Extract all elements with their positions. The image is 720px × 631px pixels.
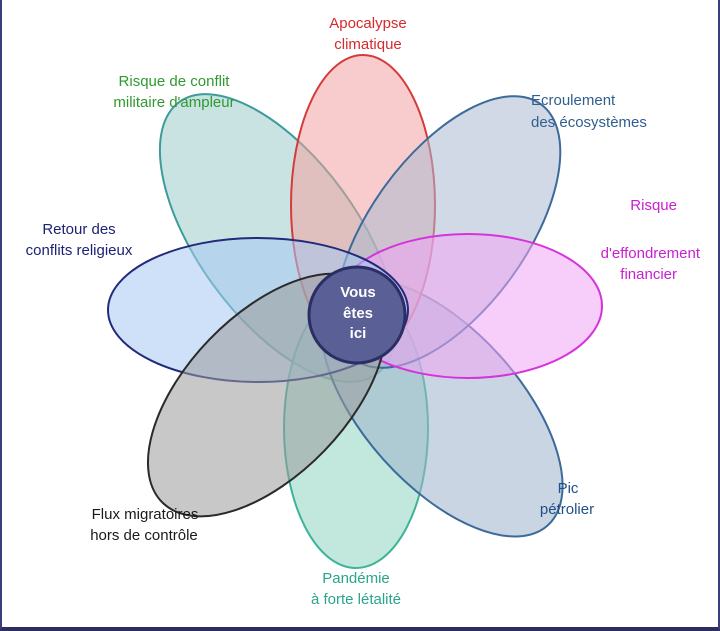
label-religieux-line-2: conflits religieux xyxy=(26,242,133,259)
label-militaire-line-1: Risque de conflit xyxy=(119,73,231,90)
label-militaire: Risque de conflit militaire d'ampleur xyxy=(113,73,234,111)
label-financier-line-2: d'effondrement xyxy=(601,245,701,262)
label-religieux: Retour des conflits religieux xyxy=(26,221,133,259)
label-ecroulement-line-2: des écosystèmes xyxy=(531,114,647,131)
label-petrolier-line-1: Pic xyxy=(558,480,579,497)
label-petrolier-line-2: pétrolier xyxy=(540,501,594,518)
label-pandemie-line-1: Pandémie xyxy=(322,570,390,587)
label-migratoires-line-1: Flux migratoires xyxy=(92,506,199,523)
label-ecroulement-line-1: Ecroulement xyxy=(531,92,616,109)
label-apocalypse-line-1: Apocalypse xyxy=(329,15,407,32)
label-religieux-line-1: Retour des xyxy=(42,221,115,238)
label-migratoires-line-2: hors de contrôle xyxy=(90,527,198,544)
center-line-2: êtes xyxy=(343,305,373,322)
label-ecroulement: Ecroulement des écosystèmes xyxy=(531,92,647,131)
label-financier-line-1: Risque xyxy=(630,197,677,214)
label-petrolier: Pic pétrolier xyxy=(540,480,594,518)
center-line-1: Vous xyxy=(340,284,376,301)
center-line-3: ici xyxy=(350,325,367,342)
label-financier: Risque d'effondrement financier xyxy=(601,197,701,283)
center-marker: Vous êtes ici xyxy=(307,265,407,365)
label-migratoires: Flux migratoires hors de contrôle xyxy=(90,506,198,544)
labels: Apocalypse climatique Ecroulement des éc… xyxy=(26,15,701,608)
label-apocalypse-line-2: climatique xyxy=(334,36,402,53)
label-militaire-line-2: militaire d'ampleur xyxy=(113,94,234,111)
label-financier-line-3: financier xyxy=(620,266,677,283)
label-pandemie-line-2: à forte létalité xyxy=(311,591,401,608)
label-apocalypse: Apocalypse climatique xyxy=(329,15,407,53)
label-pandemie: Pandémie à forte létalité xyxy=(311,570,401,608)
